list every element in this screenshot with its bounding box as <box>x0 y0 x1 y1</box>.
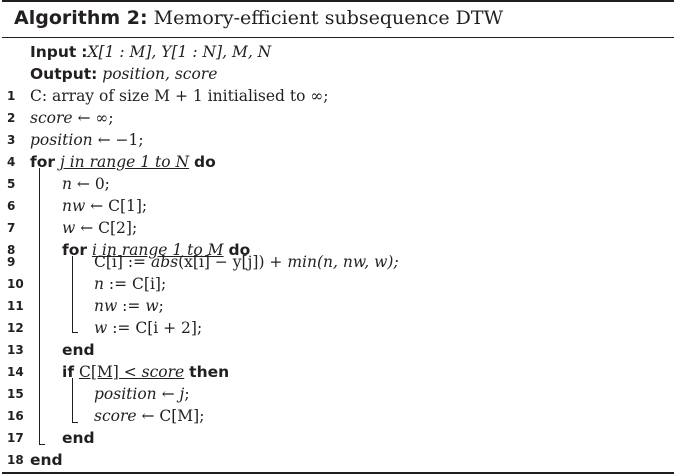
keyword-for: for <box>62 241 88 259</box>
variable: score <box>141 363 185 381</box>
code-line: nw ← C[1]; <box>62 195 147 217</box>
code-line: n ← 0; <box>62 173 110 195</box>
line-number: 18 <box>7 453 24 467</box>
variable: score <box>30 109 73 127</box>
statement: C[i] := <box>94 253 151 271</box>
statement: ← C[2]; <box>75 219 138 237</box>
line-number: 17 <box>7 431 24 445</box>
statement: ; <box>158 297 164 315</box>
code-line: w := C[i + 2]; <box>94 317 202 339</box>
line-number: 1 <box>7 89 16 103</box>
if-block-hook <box>72 422 78 423</box>
line-number: 9 <box>7 255 16 269</box>
caption-rule <box>2 37 674 38</box>
algorithm-label: Algorithm 2: <box>14 7 148 29</box>
variable: position <box>94 385 157 403</box>
variable: n <box>94 275 104 293</box>
variable: w <box>145 297 159 315</box>
statement: ← C[1]; <box>85 197 148 215</box>
variable: nw <box>94 297 118 315</box>
line-number: 7 <box>7 221 16 235</box>
algorithm-title: Memory-efficient subsequence DTW <box>153 7 504 29</box>
outer-loop-bar <box>39 168 40 444</box>
update-line: C[i] := abs(x[i] − y[j]) + min(n, nw, w)… <box>94 251 399 273</box>
keyword-for: for <box>30 153 56 171</box>
line-number: 11 <box>7 299 24 313</box>
statement: ← C[M]; <box>136 407 205 425</box>
code-line: score ← ∞; <box>30 107 114 129</box>
line-number: 8 <box>7 243 16 257</box>
keyword-then: then <box>189 363 230 381</box>
variable: j <box>179 385 185 403</box>
min-args: (n, nw, w); <box>316 253 399 271</box>
keyword-if: if <box>62 363 75 381</box>
input-line: Input :X[1 : M], Y[1 : N], M, N <box>30 41 271 63</box>
if-line: if C[M] < score then <box>62 361 229 383</box>
line-number: 5 <box>7 177 16 191</box>
statement: ← 0; <box>71 175 110 193</box>
function-min: min <box>287 253 317 271</box>
statement: ← <box>156 385 180 403</box>
line-number: 12 <box>7 321 24 335</box>
statement: := <box>117 297 146 315</box>
line-number: 13 <box>7 343 24 357</box>
output-value: position, score <box>102 65 218 83</box>
keyword-do: do <box>228 241 251 259</box>
variable: nw <box>62 197 86 215</box>
keyword-end: end <box>30 451 63 469</box>
statement: (x[i] − y[j]) + <box>178 253 288 271</box>
inner-loop-bar <box>72 256 73 332</box>
line-number: 3 <box>7 133 16 147</box>
algorithm-caption: Algorithm 2: Memory-efficient subsequenc… <box>14 5 503 31</box>
variable: w <box>94 319 108 337</box>
code-line: w ← C[2]; <box>62 217 137 239</box>
variable: w <box>62 219 76 237</box>
function-abs: abs <box>150 253 179 271</box>
code-line: position ← j; <box>94 383 190 405</box>
if-condition: C[M] < score <box>79 363 184 381</box>
keyword-end: end <box>62 429 95 447</box>
input-colon: : <box>81 43 88 61</box>
variable: position <box>30 131 93 149</box>
loop-condition: j in range 1 to N <box>59 153 190 171</box>
keyword-end: end <box>62 341 95 359</box>
line-text: C: array of size M + 1 initialised to ∞; <box>30 87 329 105</box>
outer-loop-hook <box>39 444 45 445</box>
output-keyword: Output: <box>30 65 98 83</box>
statement: := C[i]; <box>103 275 167 293</box>
line-number: 6 <box>7 199 16 213</box>
code-line: position ← −1; <box>30 129 144 151</box>
for-j-line: for j in range 1 to N do <box>30 151 216 173</box>
statement: ← −1; <box>92 131 144 149</box>
condition-text: C[M] < <box>79 363 142 381</box>
end-line: end <box>62 339 95 361</box>
variable: score <box>94 407 137 425</box>
top-rule <box>2 0 674 2</box>
line-number: 2 <box>7 111 16 125</box>
output-line: Output: position, score <box>30 63 217 85</box>
input-value: X[1 : M], Y[1 : N], M, N <box>87 43 272 61</box>
keyword-do: do <box>194 153 216 171</box>
end-line: end <box>30 449 63 471</box>
line-number: 4 <box>7 155 16 169</box>
line-number: 14 <box>7 365 24 379</box>
code-line: score ← C[M]; <box>94 405 204 427</box>
line-number: 10 <box>7 277 24 291</box>
variable: n <box>62 175 72 193</box>
statement: ; <box>184 385 190 403</box>
line-number: 15 <box>7 387 24 401</box>
input-keyword: Input <box>30 43 77 61</box>
code-line: nw := w; <box>94 295 164 317</box>
end-line: end <box>62 427 95 449</box>
line-number: 16 <box>7 409 24 423</box>
bottom-rule <box>2 472 674 474</box>
if-block-bar <box>72 378 73 422</box>
loop-condition: i in range 1 to M <box>91 241 224 259</box>
code-line: n := C[i]; <box>94 273 166 295</box>
statement: ← ∞; <box>72 109 114 127</box>
statement: := C[i + 2]; <box>107 319 203 337</box>
inner-loop-hook <box>72 332 78 333</box>
for-i-line: for i in range 1 to M do <box>62 239 250 261</box>
